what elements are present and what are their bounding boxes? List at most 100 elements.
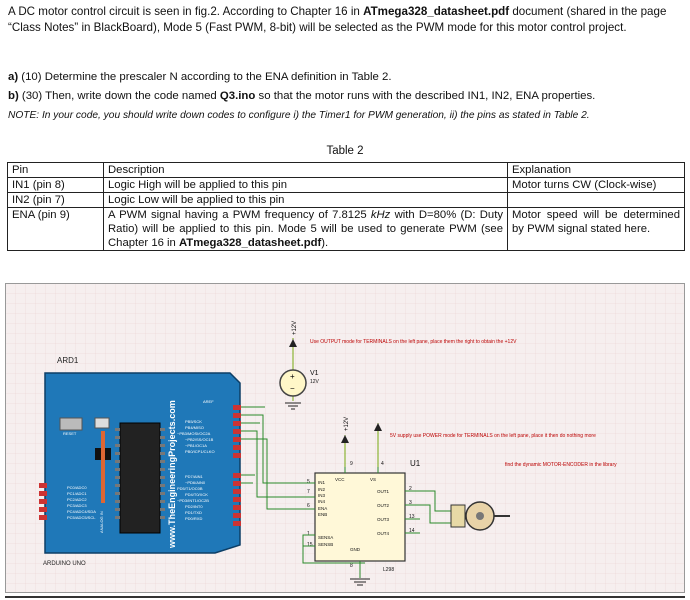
atmega-chip [119,422,161,534]
usb-connector [59,417,83,431]
svg-text:3: 3 [409,500,412,506]
svg-text:PC3/ADC3: PC3/ADC3 [67,503,87,508]
svg-text:IN4: IN4 [318,499,326,504]
svg-text:IN1: IN1 [318,480,326,485]
chip-ref-label: U1 [410,459,421,468]
voltage-label-mid: +12V [344,417,350,431]
bottom-rule [5,596,685,598]
svg-text:OUT4: OUT4 [377,531,389,536]
question-note: NOTE: In your code, you should write dow… [8,110,590,121]
svg-text:PD2/INT0: PD2/INT0 [185,504,203,509]
svg-text:VCC: VCC [335,477,345,482]
v1-value: 12V [310,379,320,385]
arduino-uno: ARD1 RESET www.TheEngineeringProjects.co… [39,356,241,567]
svg-text:PB5/SCK: PB5/SCK [185,419,202,424]
cell-explanation [507,192,685,208]
svg-text:PB4/MISO: PB4/MISO [185,425,204,430]
schematic-border [5,283,685,593]
question-b-text-1: (30) Then, write down the code named [18,90,220,102]
svg-text:6: 6 [307,503,310,509]
reset-label: RESET [63,431,77,436]
svg-text:~PB3/MOSI/OC2A: ~PB3/MOSI/OC2A [177,431,211,436]
question-a: a) (10) Determine the prescaler N accord… [8,70,684,85]
svg-text:~PB2/SS/OC1B: ~PB2/SS/OC1B [185,437,214,442]
cell-description: A PWM signal having a PWM frequency of 7… [103,207,508,251]
dc-motor-encoder: find the dynamic MOTOR-ENCODER in the li… [450,462,617,531]
arrow-up-icon [289,339,297,347]
svg-text:PD4/T0/XCK: PD4/T0/XCK [185,492,208,497]
svg-text:+: + [290,372,295,381]
analog-header [39,483,47,520]
reset-button [94,417,110,429]
svg-text:9: 9 [350,461,353,467]
aref-label: AREF [203,399,214,404]
svg-text:IN2: IN2 [318,487,326,492]
svg-text:13: 13 [409,514,415,520]
voltage-label-top: +12V [292,321,298,335]
cell-description: Logic High will be applied to this pin [103,177,508,193]
svg-text:5: 5 [307,479,310,485]
table-row: IN1 (pin 8) Logic High will be applied t… [7,177,685,193]
svg-text:PB0/ICP1/CLKO: PB0/ICP1/CLKO [185,449,215,454]
arrow-up-icon [341,435,349,443]
svg-text:8: 8 [350,563,353,569]
table-row: ENA (pin 9) A PWM signal having a PWM fr… [7,207,685,251]
table-caption: Table 2 [326,145,364,157]
power-jack-lead [101,431,105,503]
table-row: IN2 (pin 7) Logic Low will be applied to… [7,192,685,208]
svg-text:GND: GND [350,547,361,552]
svg-text:PD1/TXD: PD1/TXD [185,510,202,515]
svg-text:VS: VS [370,477,376,482]
header-description: Description [103,162,508,178]
note-power-terminal: 5V supply use POWER mode for TERMINALS o… [390,433,596,439]
board-ref-label: ARD1 [57,356,79,365]
chip-part-label: L298 [383,567,394,573]
note-motor-library: find the dynamic MOTOR-ENCODER in the li… [505,462,617,468]
website-label: www.TheEngineeringProjects.com [167,400,177,549]
svg-text:PD0/RXD: PD0/RXD [185,516,202,521]
cell-pin: IN1 (pin 8) [7,177,104,193]
arrow-up-icon [374,423,382,431]
svg-text:ENA: ENA [318,506,327,511]
svg-text:SENSB: SENSB [318,542,333,547]
pin-table: Pin Description Explanation IN1 (pin 8) … [7,162,685,251]
header-explanation: Explanation [507,162,685,178]
svg-text:PC5/ADC5/SCL: PC5/ADC5/SCL [67,515,96,520]
intro-text-1: A DC motor control circuit is seen in fi… [8,5,364,18]
supply-12v-mid: +12V 5V supply use POWER mode for TERMIN… [341,417,596,467]
note-output-terminal: Use OUTPUT mode for TERMINALS on the lef… [310,339,517,345]
svg-text:OUT3: OUT3 [377,517,389,522]
question-a-label: a) [8,71,19,83]
svg-text:ENB: ENB [318,512,327,517]
intro-text-2: document (shared in the page “Class Note… [8,5,667,34]
svg-text:15: 15 [307,542,313,548]
cell-pin: IN2 (pin 7) [7,192,104,208]
digital-header [233,405,241,526]
question-b-label: b) [8,90,19,102]
svg-text:7: 7 [307,489,310,495]
ground-symbol [350,578,370,586]
svg-text:SENSA: SENSA [318,535,333,540]
circuit-diagram: ARD1 RESET www.TheEngineeringProjects.co… [5,283,685,593]
intro-paragraph: A DC motor control circuit is seen in fi… [8,4,684,36]
analog-label: ANALOG IN [99,511,104,533]
svg-text:1: 1 [307,531,310,537]
svg-text:PC0/ADC0: PC0/ADC0 [67,485,87,490]
board-model-label: ARDUINO UNO [43,561,86,567]
svg-text:PD7/AIN1: PD7/AIN1 [185,474,204,479]
svg-text:−: − [290,384,295,393]
svg-text:PC1/ADC1: PC1/ADC1 [67,491,87,496]
svg-text:~PD6/AIN0: ~PD6/AIN0 [185,480,206,485]
question-b: b) (30) Then, write down the code named … [8,89,684,104]
voltage-source-v1: + − +12V V1 12V Use OUTPUT mode for TERM… [279,321,517,410]
l298-driver: U1 IN1 IN2 IN3 IN4 ENA ENB SENSA SENSB O… [307,459,421,573]
svg-text:PD5/T1/OC0B: PD5/T1/OC0B [177,486,203,491]
cell-pin: ENA (pin 9) [7,207,104,251]
battery-icon [279,369,307,397]
code-filename: Q3.ino [219,90,256,102]
svg-text:4: 4 [381,461,384,467]
svg-text:14: 14 [409,528,415,534]
svg-text:OUT2: OUT2 [377,503,389,508]
svg-text:~PB1/OC1A: ~PB1/OC1A [185,443,207,448]
svg-text:IN3: IN3 [318,493,326,498]
